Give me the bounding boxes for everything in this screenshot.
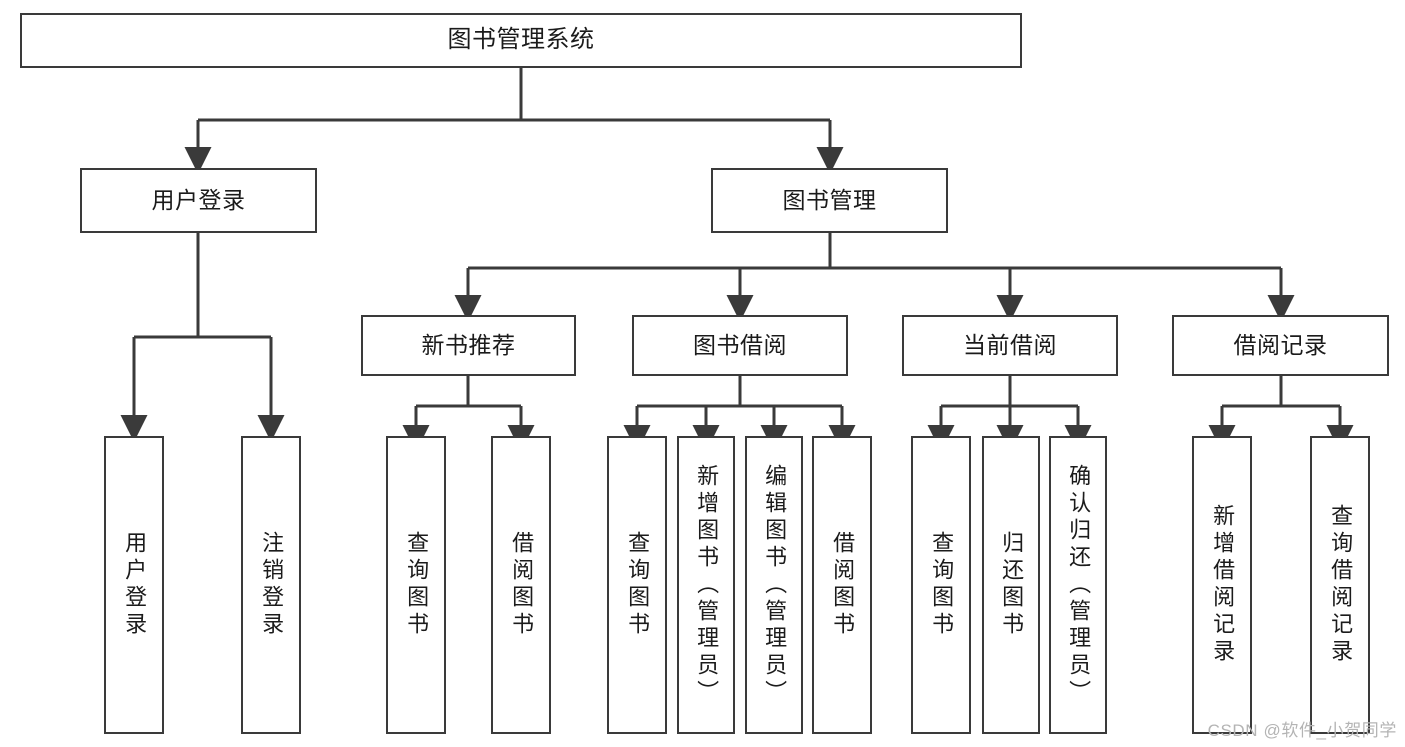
watermark-text: CSDN @软件_小贺同学 xyxy=(1207,721,1397,740)
node-book-borrow[interactable]: 图书借阅 xyxy=(632,315,848,376)
leaf-return-book[interactable]: 归还图书 xyxy=(982,436,1040,734)
leaf-query-book-borrow[interactable]: 查询图书 xyxy=(607,436,667,734)
node-label: 借阅记录 xyxy=(1233,331,1328,358)
node-label: 用户登录 xyxy=(151,186,246,213)
leaf-add-borrow-record[interactable]: 新增借阅记录 xyxy=(1192,436,1252,734)
node-label: 查询图书 xyxy=(404,531,430,639)
leaf-logout[interactable]: 注销登录 xyxy=(241,436,301,734)
leaf-borrow-book-recommend[interactable]: 借阅图书 xyxy=(491,436,551,734)
leaf-edit-book-admin[interactable]: 编辑图书（管理员） xyxy=(745,436,803,734)
node-borrow-record[interactable]: 借阅记录 xyxy=(1172,315,1389,376)
node-label: 当前借阅 xyxy=(963,331,1057,358)
node-label: 新增图书（管理员） xyxy=(694,463,720,707)
node-label: 图书管理系统 xyxy=(447,26,595,54)
leaf-query-borrow-record[interactable]: 查询借阅记录 xyxy=(1310,436,1370,734)
node-label: 归还图书 xyxy=(999,531,1025,639)
node-current-borrow[interactable]: 当前借阅 xyxy=(902,315,1118,376)
leaf-query-book-current[interactable]: 查询图书 xyxy=(911,436,971,734)
node-label: 图书借阅 xyxy=(693,331,787,358)
node-label: 注销登录 xyxy=(259,531,285,639)
leaf-query-book-recommend[interactable]: 查询图书 xyxy=(386,436,446,734)
node-new-book-recommend[interactable]: 新书推荐 xyxy=(361,315,576,376)
node-label: 新增借阅记录 xyxy=(1210,504,1236,666)
leaf-confirm-return-admin[interactable]: 确认归还（管理员） xyxy=(1049,436,1107,734)
node-label: 查询图书 xyxy=(625,531,651,639)
node-label: 借阅图书 xyxy=(830,531,856,639)
node-book-management[interactable]: 图书管理 xyxy=(711,168,948,233)
node-root-system[interactable]: 图书管理系统 xyxy=(20,13,1022,68)
node-label: 查询借阅记录 xyxy=(1328,504,1354,666)
node-label: 确认归还（管理员） xyxy=(1066,463,1092,707)
node-label: 用户登录 xyxy=(122,531,148,639)
node-label: 图书管理 xyxy=(782,186,877,213)
leaf-add-book-admin[interactable]: 新增图书（管理员） xyxy=(677,436,735,734)
node-label: 新书推荐 xyxy=(421,331,516,358)
node-user-login[interactable]: 用户登录 xyxy=(80,168,317,233)
leaf-user-login[interactable]: 用户登录 xyxy=(104,436,164,734)
leaf-borrow-book[interactable]: 借阅图书 xyxy=(812,436,872,734)
node-label: 借阅图书 xyxy=(509,531,535,639)
node-label: 编辑图书（管理员） xyxy=(762,463,788,707)
node-label: 查询图书 xyxy=(929,531,955,639)
